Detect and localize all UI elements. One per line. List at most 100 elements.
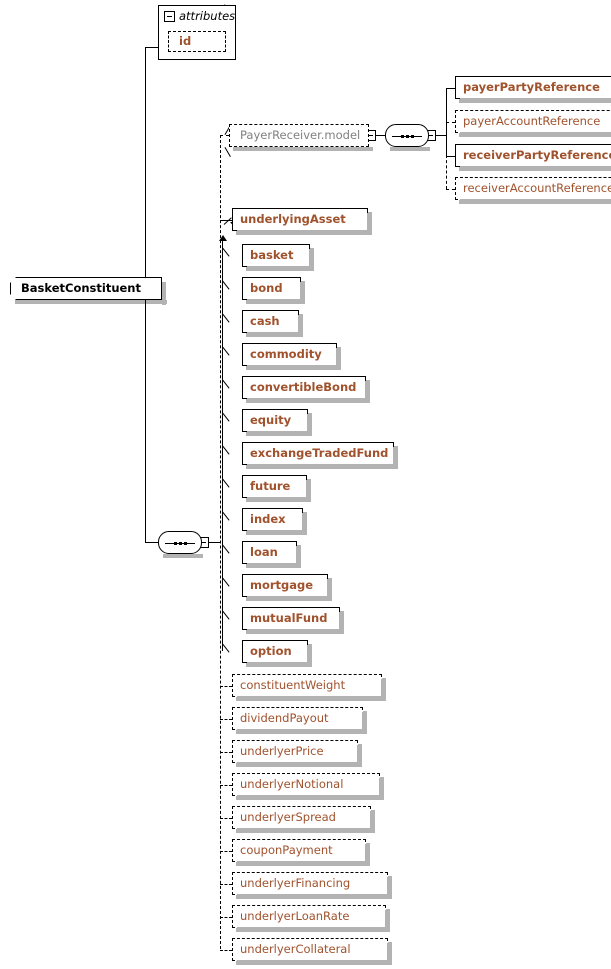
substitution-tick [222,609,230,620]
element-index[interactable]: index [242,508,306,534]
element-cash[interactable]: cash [242,310,302,336]
element-label: underlyerFinancing [240,875,351,890]
element-label: underlyingAsset [240,211,346,226]
attributes-label: attributes [179,8,236,23]
connector-line [446,188,455,190]
main-branch-line [220,135,221,949]
element-exchangeTradedFund[interactable]: exchangeTradedFund [242,442,397,468]
element-label: payerAccountReference [463,113,601,128]
element-dividendPayout[interactable]: dividendPayout [232,707,366,733]
element-label: underlyerPrice [240,743,324,758]
connector-line [220,883,232,885]
element-mutualFund[interactable]: mutualFund [242,607,343,633]
main-sequence-compositor[interactable] [158,531,202,554]
connector-line [145,47,158,48]
connector-line [145,542,158,543]
substitution-tick [222,477,230,488]
element-convertibleBond[interactable]: convertibleBond [242,376,369,402]
box-shadow [233,147,373,151]
element-label: equity [250,412,292,427]
element-underlyerLoanRate[interactable]: underlyerLoanRate [232,905,389,931]
element-equity[interactable]: equity [242,409,311,435]
connector-line [220,817,232,819]
substitution-tick [222,312,230,323]
element-underlyingAsset[interactable]: underlyingAsset [232,208,371,234]
substitution-tick [222,642,230,653]
attributes-header[interactable]: attributes [159,6,235,27]
element-label: index [250,511,286,526]
substitution-tick [222,543,230,554]
sequence-dot [179,542,182,545]
element-bond[interactable]: bond [242,277,304,303]
element-mortgage[interactable]: mortgage [242,574,331,600]
element-underlyerSpread[interactable]: underlyerSpread [232,806,374,832]
element-receiverPartyReference[interactable]: receiverPartyReference [455,144,611,170]
element-underlyerPrice[interactable]: underlyerPrice [232,740,361,766]
element-commodity[interactable]: commodity [242,343,340,369]
element-label: dividendPayout [240,710,329,725]
substitution-tick [222,411,230,422]
connector-line [446,87,455,89]
attribute-label: id [179,33,192,48]
attribute-id[interactable]: id [168,31,226,52]
sequence-dot [401,135,404,138]
connector-line [436,135,446,136]
element-label: future [250,478,291,493]
element-label: underlyerSpread [240,809,336,824]
connector-line [220,751,232,753]
connector-line [220,850,232,852]
element-underlyerNotional[interactable]: underlyerNotional [232,773,383,799]
element-label: receiverAccountReference [463,180,611,195]
sequence-dot [174,542,177,545]
connector-line [220,784,232,786]
connector-line [220,219,232,221]
connector-line [220,949,232,951]
element-label: mutualFund [250,610,328,625]
element-label: couponPayment [240,842,333,857]
root-element-basketconstituent[interactable]: BasketConstituent [10,277,162,300]
element-loan[interactable]: loan [242,541,300,567]
element-label: commodity [250,346,322,361]
box-shadow [390,147,430,151]
element-underlyerFinancing[interactable]: underlyerFinancing [232,872,391,898]
element-future[interactable]: future [242,475,310,501]
element-receiverAccountReference[interactable]: receiverAccountReference [455,177,611,203]
substitution-tick [222,510,230,521]
element-label: mortgage [250,577,314,592]
element-label: exchangeTradedFund [250,445,389,460]
element-label: bond [250,280,283,295]
element-label: underlyerLoanRate [240,908,350,923]
element-label: option [250,643,292,658]
element-basket[interactable]: basket [242,244,313,270]
sequence-compositor[interactable] [385,124,429,147]
element-option[interactable]: option [242,640,311,666]
connector-line [209,542,220,543]
element-couponPayment[interactable]: couponPayment [232,839,369,865]
element-constituentWeight[interactable]: constituentWeight [232,674,385,700]
box-shadow [15,300,167,304]
sequence-dot [411,135,414,138]
element-label: underlyerCollateral [240,941,351,956]
element-label: basket [250,247,294,262]
element-payerPartyReference[interactable]: payerPartyReference [455,76,611,102]
group-ref-payerreceiver-model[interactable]: PayerReceiver.model [229,124,369,147]
connector-line [446,155,455,157]
substitution-group-arrow-icon [219,235,227,241]
box-shadow [163,554,203,558]
element-label: cash [250,313,280,328]
substitution-tick [222,576,230,587]
root-element-label: BasketConstituent [21,280,141,295]
substitution-tick [222,345,230,356]
connector-line [376,135,385,136]
element-label: constituentWeight [240,677,346,692]
element-underlyerCollateral[interactable]: underlyerCollateral [232,938,391,964]
element-label: loan [250,544,278,559]
connector-line [446,155,447,189]
sequence-dot [406,135,409,138]
connector-line [446,87,447,155]
element-payerAccountReference[interactable]: payerAccountReference [455,110,611,136]
connector-line [220,135,229,136]
notch [224,146,231,157]
expander-attributes[interactable] [164,11,175,22]
